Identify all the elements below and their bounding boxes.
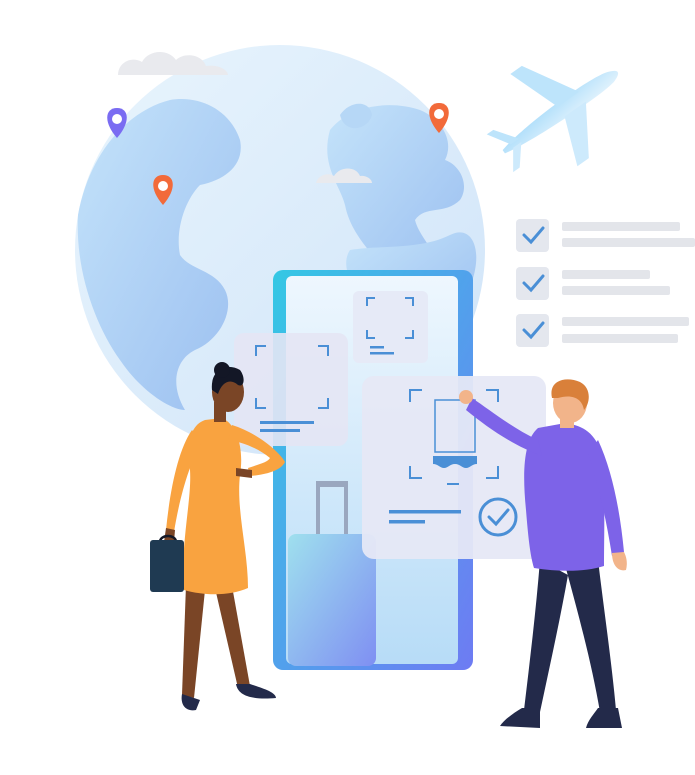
woman-figure [150,362,285,711]
passport-icon [433,399,477,485]
briefcase-icon [150,534,184,592]
checklist-item [516,219,695,252]
airplane-icon [486,65,619,173]
globe-icon [75,45,485,455]
man-figure [459,379,627,728]
map-pin-icon [153,175,173,205]
scan-panel-top [353,291,428,363]
checklist-icon [516,219,695,347]
checklist-item [516,267,670,300]
cloud-icon [316,168,372,183]
suitcase-icon [288,481,376,666]
map-pin-icon [429,103,449,133]
map-pin-icon [107,108,127,138]
check-circle-icon [478,497,518,537]
cloud-icon [118,51,228,75]
scan-panel-left [234,333,348,446]
scan-panel-main [362,376,546,559]
checklist-item [516,314,689,347]
